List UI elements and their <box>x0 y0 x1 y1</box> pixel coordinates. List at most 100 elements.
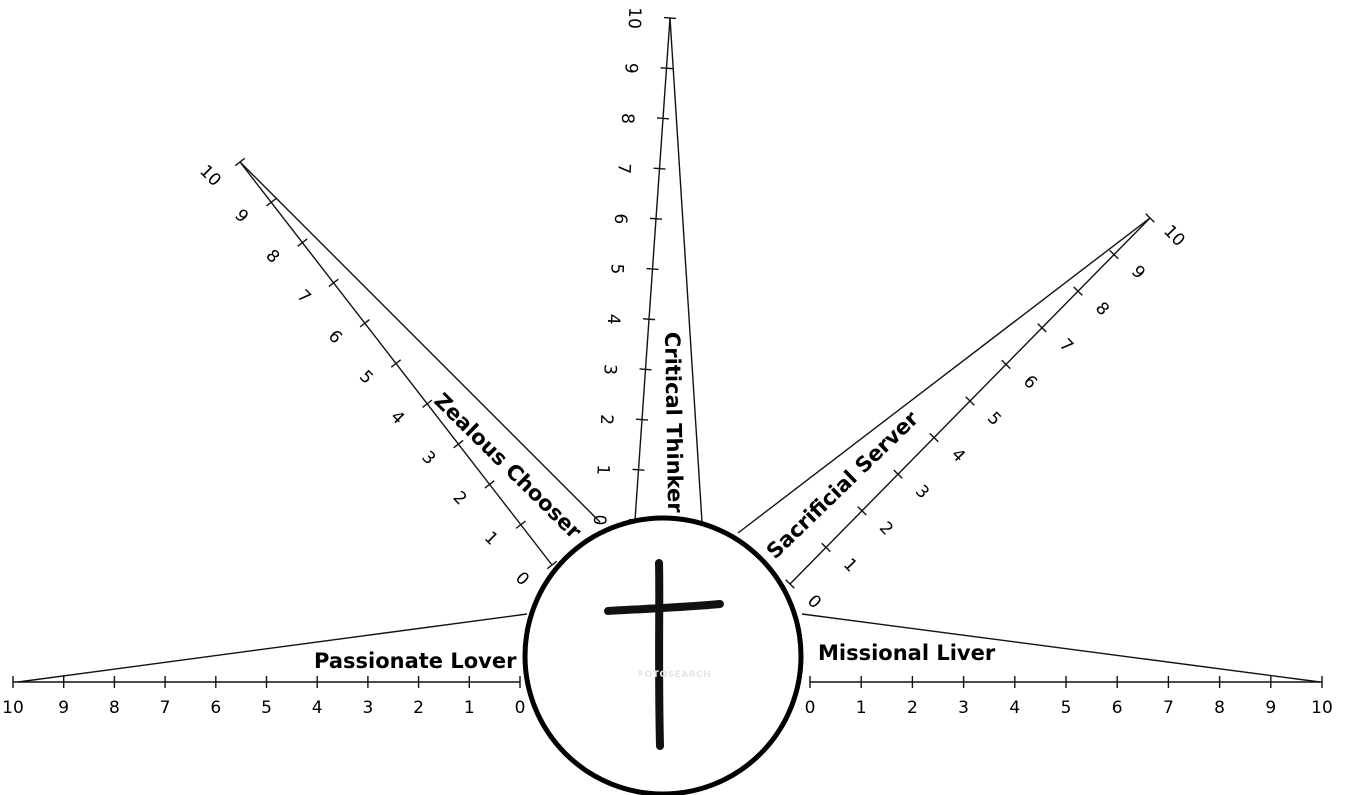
tick-label: 10 <box>624 7 645 29</box>
tick-label: 10 <box>1159 221 1188 250</box>
cross-photo-background <box>607 560 725 750</box>
tick-mark <box>929 432 939 443</box>
wedge-edge-zealous-chooser <box>239 161 601 523</box>
tick-mark <box>656 117 670 120</box>
tick-mark <box>453 439 464 449</box>
tick-label: 5 <box>1061 698 1072 718</box>
label-missional-liver: Missional Liver <box>818 641 996 665</box>
tick-label: 9 <box>1265 698 1276 718</box>
tick-label: 9 <box>1127 262 1149 284</box>
cross-icon <box>604 559 724 750</box>
wedge-edge-critical-thinker <box>669 17 703 523</box>
tick-label: 2 <box>596 414 616 426</box>
tick-mark <box>646 267 659 271</box>
tick-mark <box>965 396 975 406</box>
tick-label: 0 <box>805 698 816 718</box>
tick-mark <box>660 67 673 70</box>
tick-mark <box>1037 323 1047 333</box>
tick-label: 2 <box>875 518 897 540</box>
tick-label: 1 <box>464 698 475 718</box>
tick-mark <box>663 16 677 20</box>
tick-mark <box>297 238 308 247</box>
tick-label: 3 <box>418 447 440 469</box>
tick-mark <box>1073 286 1083 296</box>
tick-label: 1 <box>839 555 861 577</box>
tick-mark <box>266 198 277 207</box>
tick-label: 8 <box>262 246 284 268</box>
tick-label: 3 <box>599 364 619 376</box>
tick-label: 8 <box>1091 298 1113 320</box>
wedge-edge-passionate-lover <box>17 613 528 683</box>
tick-label: 3 <box>911 481 933 503</box>
tick-label: 2 <box>907 698 918 718</box>
tick-mark <box>857 506 867 516</box>
tick-label: 3 <box>958 698 969 718</box>
tick-mark <box>1109 249 1119 260</box>
tick-label: 6 <box>610 213 630 225</box>
tick-label: 10 <box>1311 698 1333 718</box>
tick-label: 7 <box>613 163 633 175</box>
label-sacrificial-server: Sacrificial Server <box>762 406 924 563</box>
tick-mark <box>328 278 339 288</box>
tick-label: 0 <box>803 591 825 613</box>
tick-mark <box>635 418 649 421</box>
tick-mark <box>821 542 831 553</box>
tick-mark <box>359 318 370 328</box>
tick-label: 1 <box>592 464 612 476</box>
tick-label: 5 <box>261 698 272 718</box>
tick-mark <box>234 157 246 167</box>
tick-label: 9 <box>620 62 640 74</box>
tick-label: 8 <box>109 698 120 718</box>
tick-label: 5 <box>983 408 1005 430</box>
tick-label: 10 <box>195 161 224 190</box>
scale-critical-thinker: 0 1 2 3 4 5 6 7 8 9 10 <box>589 7 703 526</box>
tick-mark <box>639 368 652 371</box>
tick-mark <box>484 480 495 489</box>
tick-label: 8 <box>1214 698 1225 718</box>
tick-label: 4 <box>603 313 623 325</box>
tick-mark <box>546 560 558 570</box>
tick-label: 9 <box>58 698 69 718</box>
tick-label: 1 <box>856 698 867 718</box>
tick-mark <box>1001 359 1011 370</box>
tick-mark <box>642 318 656 321</box>
tick-mark <box>632 468 645 471</box>
tick-label: 5 <box>355 367 377 389</box>
tick-label: 3 <box>362 698 373 718</box>
tick-label: 5 <box>606 263 626 275</box>
watermark: FOTOSEARCH <box>638 670 711 680</box>
tick-mark <box>785 579 795 589</box>
tick-label: 10 <box>2 698 24 718</box>
tick-label: 9 <box>230 205 252 227</box>
tick-label: 4 <box>1009 698 1020 718</box>
tick-label: 2 <box>413 698 424 718</box>
tick-label: 6 <box>1112 698 1123 718</box>
tick-label: 0 <box>511 568 533 590</box>
label-passionate-lover: Passionate Lover <box>314 649 517 673</box>
tick-mark <box>422 399 433 409</box>
tick-label: 6 <box>210 698 221 718</box>
tick-label: 0 <box>589 514 609 526</box>
tick-label: 7 <box>293 286 315 308</box>
scales-layer: 0123456789100123456789100123456789100123… <box>2 7 1333 718</box>
tick-label: 8 <box>617 113 637 125</box>
label-zealous-chooser: Zealous Chooser <box>429 388 586 543</box>
tick-label: 0 <box>515 698 526 718</box>
scale-missional-liver: 0 1 2 3 4 5 6 7 8 9 10 <box>801 613 1333 718</box>
label-critical-thinker: Critical Thinker <box>660 332 687 514</box>
tick-label: 6 <box>324 326 346 348</box>
tick-mark <box>649 217 663 220</box>
tick-label: 7 <box>1163 698 1174 718</box>
tick-label: 4 <box>386 407 408 429</box>
wedge-edge-sacrificial-server <box>737 217 1151 534</box>
tick-label: 7 <box>160 698 171 718</box>
tick-label: 4 <box>947 445 969 467</box>
tick-mark <box>653 167 666 170</box>
tick-label: 1 <box>480 528 502 550</box>
wedge-edge-missional-liver <box>801 613 1321 683</box>
tick-mark <box>390 359 402 368</box>
